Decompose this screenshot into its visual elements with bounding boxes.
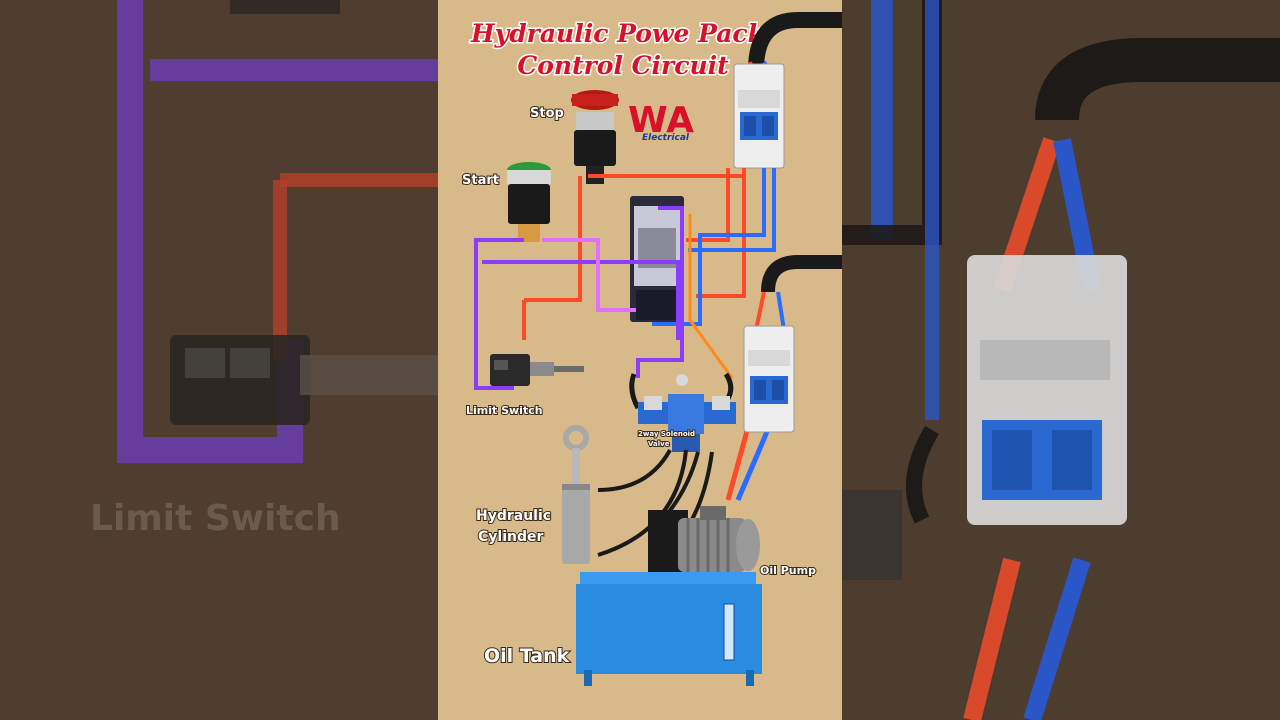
hydraulic-cylinder-label-line1: Hydraulic (476, 508, 551, 524)
wire-purple-2 (482, 260, 680, 340)
diagram-title-line2: Control Circuit (517, 51, 729, 80)
circuit-breaker-2 (743, 325, 795, 433)
circuit-breaker-1 (733, 63, 785, 169)
oil-pump-label: Oil Pump (760, 564, 816, 577)
left-blurred-background: Limit Switch (0, 0, 438, 720)
wa-electrical-logo: WA Electrical (628, 100, 694, 143)
valve-label-line2: Valve (648, 440, 670, 448)
circuit-diagram: Hydraulic Powe Pack Control Circuit WA E… (461, 12, 842, 686)
stop-button (571, 90, 619, 184)
left-ghost-limit-switch-label: Limit Switch (90, 498, 341, 539)
limit-switch (490, 354, 584, 386)
wire-magenta (542, 238, 636, 312)
start-button (507, 162, 551, 242)
right-blurred-background (842, 0, 1280, 720)
wire-orange (688, 214, 734, 379)
wire-blue-1 (688, 168, 776, 252)
diagram-title-line1: Hydraulic Powe Pack (470, 19, 765, 48)
hydraulic-cylinder (562, 425, 590, 564)
wire-red-3 (686, 168, 730, 242)
wire-purple-3 (636, 206, 684, 378)
solenoid-valve (638, 374, 736, 452)
breaker-2-cable (761, 255, 842, 293)
wire-purple-1 (474, 238, 524, 390)
stop-label: Stop (530, 106, 564, 121)
logo-text: WA (628, 100, 694, 141)
valve-label-line1: 2way Solenoid (638, 430, 695, 438)
hydraulic-cylinder-label-line2: Cylinder (478, 529, 543, 545)
main-power-cable (748, 12, 842, 71)
start-label: Start (462, 173, 499, 188)
left-background-art: Limit Switch (0, 0, 438, 720)
circuit-diagram-panel: Hydraulic Powe Pack Control Circuit WA E… (438, 0, 842, 720)
wire-red-2 (524, 176, 582, 302)
oil-tank (576, 572, 762, 686)
right-background-art (842, 0, 1280, 720)
oil-pump-motor (648, 506, 760, 576)
control-relay (630, 196, 684, 322)
limit-switch-label: Limit Switch (466, 404, 543, 417)
wire-red-pump (725, 419, 753, 501)
wire-blue-pump (735, 419, 775, 501)
logo-subtext: Electrical (642, 133, 690, 143)
oil-tank-label: Oil Tank (484, 645, 570, 667)
